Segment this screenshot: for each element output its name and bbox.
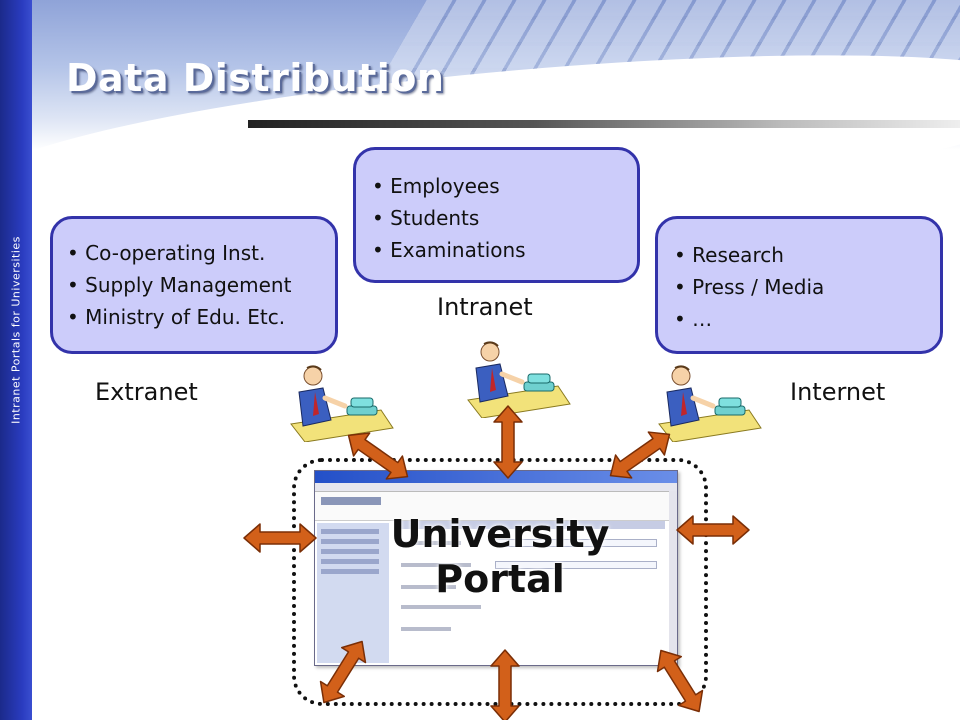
double-arrow-icon <box>339 423 417 489</box>
extranet-bubble: Co-operating Inst. Supply Management Min… <box>50 216 338 354</box>
intranet-item: Examinations <box>372 234 637 266</box>
intranet-label: Intranet <box>437 293 533 321</box>
screenshot-nav-item <box>321 529 379 534</box>
screenshot-text-line <box>401 541 461 545</box>
portal-screenshot <box>314 470 678 666</box>
extranet-item: Ministry of Edu. Etc. <box>67 301 335 333</box>
internet-item: Research <box>674 239 940 271</box>
screenshot-tabs <box>395 521 665 529</box>
intranet-item: Employees <box>372 170 637 202</box>
extranet-item: Supply Management <box>67 269 335 301</box>
internet-item: … <box>674 303 940 335</box>
internet-bubble: Research Press / Media … <box>655 216 943 354</box>
double-arrow-icon <box>490 649 520 720</box>
screenshot-text-line <box>401 585 456 589</box>
screenshot-text-line <box>401 605 481 609</box>
screenshot-text-line <box>401 627 451 631</box>
internet-list: Research Press / Media … <box>674 239 940 335</box>
screenshot-menubar <box>315 483 677 492</box>
portal-label-line2: Portal <box>435 557 565 601</box>
screenshot-nav-item <box>321 539 379 544</box>
screenshot-field <box>495 539 657 547</box>
portal-label: University Portal <box>360 512 640 602</box>
intranet-bubble: Employees Students Examinations <box>353 147 640 283</box>
sidebar-band: Intranet Portals for Universities <box>0 0 32 720</box>
screenshot-scrollbar <box>669 491 677 665</box>
internet-label: Internet <box>790 378 886 406</box>
screenshot-logo <box>321 497 381 505</box>
screenshot-nav-item <box>321 559 379 564</box>
screenshot-nav-item <box>321 549 379 554</box>
double-arrow-icon <box>601 422 679 488</box>
screenshot-nav <box>317 523 389 663</box>
portal-label-line1: University <box>390 512 610 556</box>
slide-title: Data Distribution <box>66 56 445 100</box>
double-arrow-icon <box>648 642 712 720</box>
person-at-desk-icon <box>290 365 394 442</box>
extranet-label: Extranet <box>95 378 198 406</box>
extranet-item: Co-operating Inst. <box>67 237 335 269</box>
internet-item: Press / Media <box>674 271 940 303</box>
double-arrow-icon <box>311 633 375 711</box>
screenshot-field <box>495 561 657 569</box>
person-at-desk-icon <box>467 341 571 418</box>
intranet-item: Students <box>372 202 637 234</box>
screenshot-text-line <box>401 563 471 567</box>
intranet-list: Employees Students Examinations <box>372 170 637 266</box>
screenshot-header <box>315 492 677 521</box>
extranet-list: Co-operating Inst. Supply Management Min… <box>67 237 335 333</box>
double-arrow-icon <box>493 405 523 479</box>
double-arrow-icon <box>243 523 317 553</box>
double-arrow-icon <box>676 515 750 545</box>
title-underline <box>248 120 960 128</box>
screenshot-nav-item <box>321 569 379 574</box>
person-at-desk-icon <box>658 365 762 442</box>
